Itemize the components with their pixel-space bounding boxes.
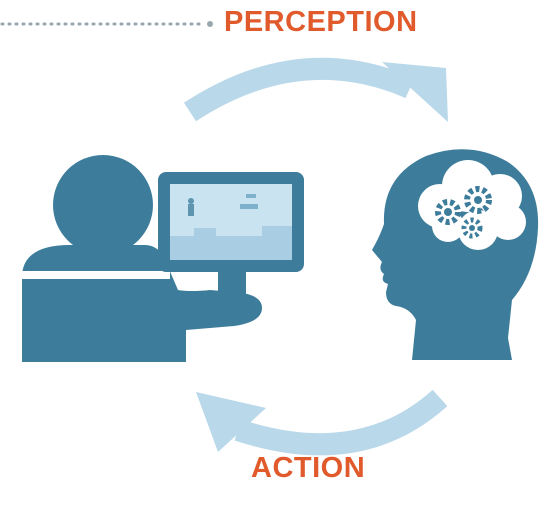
- perception-label: PERCEPTION: [224, 6, 418, 38]
- user-at-computer-icon: [4, 155, 262, 362]
- action-label: ACTION: [251, 452, 366, 484]
- gear-icon: [435, 199, 461, 225]
- monitor-game-icon: [158, 172, 304, 296]
- dotted-leader-line: [0, 21, 213, 27]
- gear-icon: [461, 217, 483, 239]
- person-head: [53, 155, 153, 255]
- gear-icon: [464, 186, 492, 214]
- curved-arrow-right-icon: [183, 57, 448, 122]
- monitor-stand: [218, 272, 246, 296]
- curved-arrow-left-icon: [196, 389, 448, 456]
- head-with-gears-icon: [372, 149, 539, 360]
